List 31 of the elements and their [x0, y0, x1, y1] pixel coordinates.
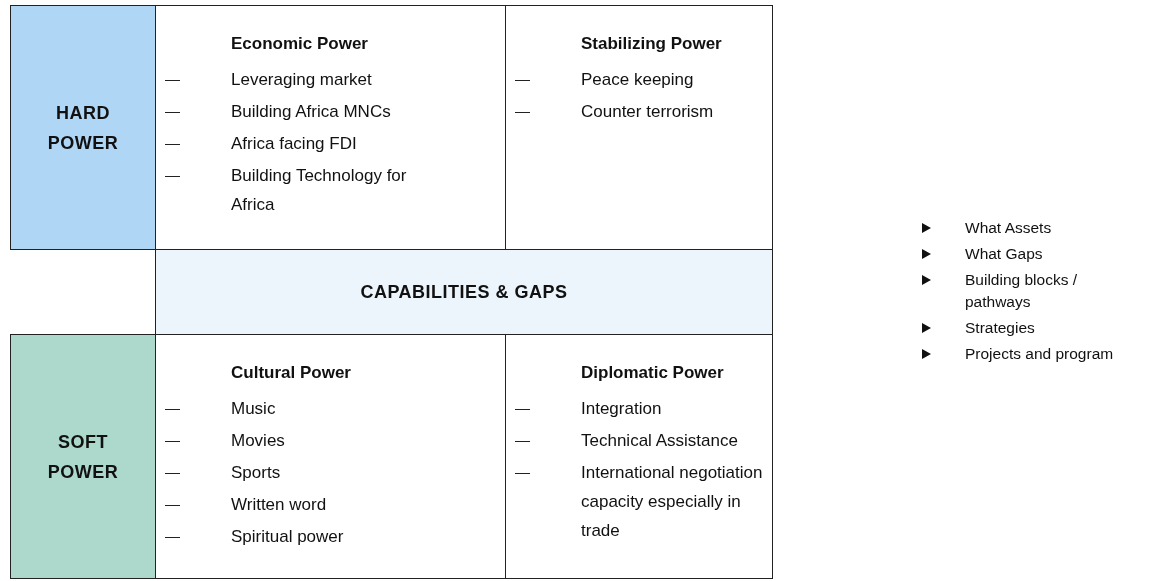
list-cell	[505, 5, 773, 250]
list-item: Peace keeping	[581, 69, 695, 91]
band-title: CAPABILITIES & GAPS	[359, 281, 569, 304]
list-item: Integration	[581, 398, 663, 420]
list-cell	[505, 334, 773, 579]
band-cell	[155, 249, 773, 335]
list-item: Building Technology for Africa	[231, 165, 408, 216]
category-cell	[10, 5, 156, 250]
list-item: Spiritual power	[231, 526, 345, 548]
category-title: SOFT POWER	[46, 430, 120, 484]
list-item: Music	[231, 398, 277, 420]
list-item: Movies	[231, 430, 286, 452]
category-cell	[10, 334, 156, 579]
list-item: What Assets	[965, 218, 1053, 238]
list-item: Strategies	[965, 318, 1036, 338]
list-item: Counter terrorism	[581, 101, 715, 123]
list-item: What Gaps	[965, 244, 1044, 264]
list-item: Written word	[231, 494, 328, 516]
list-item: Technical Assistance	[581, 430, 739, 452]
cell-heading: Cultural Power	[231, 363, 351, 383]
cell-heading: Diplomatic Power	[581, 363, 724, 383]
list-item: Leveraging market	[231, 69, 373, 91]
list-item: Sports	[231, 462, 282, 484]
list-item: Building Africa MNCs	[231, 101, 392, 123]
list-item: Projects and program	[965, 344, 1115, 364]
category-title: HARD POWER	[46, 101, 120, 155]
list-item: Building blocks / pathways	[965, 270, 1078, 312]
list-item: Africa facing FDI	[231, 133, 358, 155]
list-item: International negotiation capacity especially in trade	[581, 462, 763, 542]
cell-heading: Economic Power	[231, 34, 368, 54]
cell-heading: Stabilizing Power	[581, 34, 722, 54]
